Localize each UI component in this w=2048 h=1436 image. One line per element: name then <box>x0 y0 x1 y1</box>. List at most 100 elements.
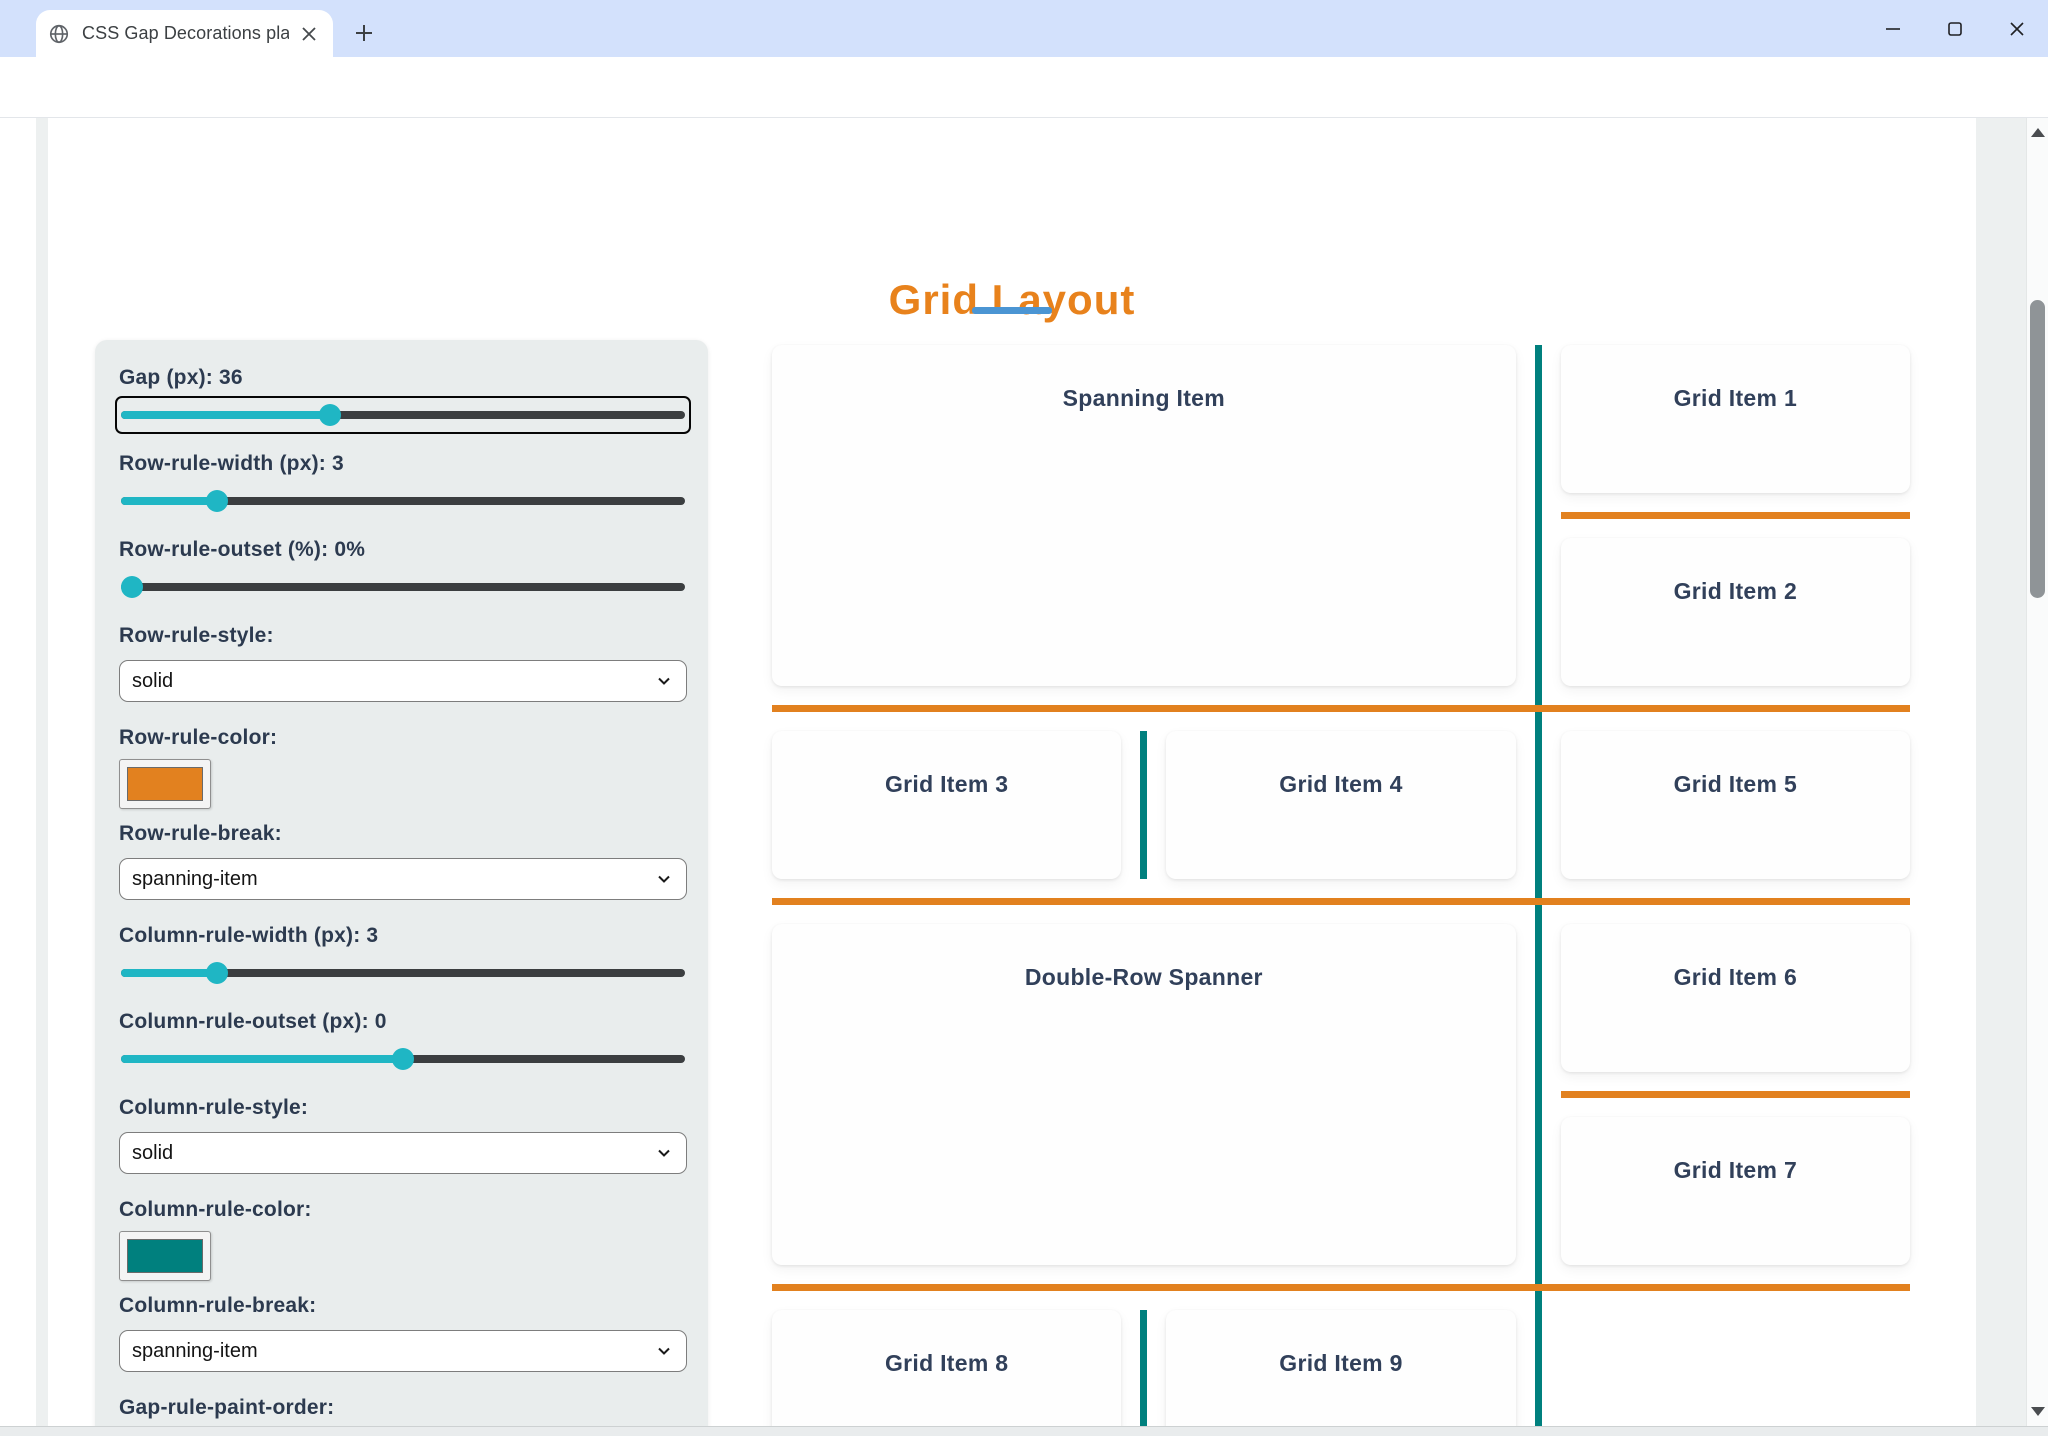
slider-fill <box>121 411 330 419</box>
browser-toolbar: microsoftedge.github.io/Demos/css-gap-de… <box>0 57 2048 166</box>
web-page: Grid Layout Gap (px): 36 Row-rule-width (… <box>0 118 2048 1426</box>
grid-item-label: Grid Item 5 <box>1673 771 1798 797</box>
row-rule-width-slider[interactable] <box>121 488 685 514</box>
control-row-rule-break: Row-rule-break: spanning-item <box>119 822 687 900</box>
slider-thumb[interactable] <box>318 404 341 426</box>
control-gap-rule-paint-order: Gap-rule-paint-order:row-over-column <box>119 1396 687 1426</box>
column-rule-color-swatch[interactable] <box>119 1231 211 1281</box>
grid-item-label: Double-Row Spanner <box>1024 964 1263 990</box>
column-rule <box>1140 731 1148 879</box>
row-rule-color-label: Row-rule-color: <box>119 726 278 749</box>
page-title: Grid Layout <box>888 276 1136 324</box>
slider-fill <box>121 497 217 505</box>
column-rule-break-label: Column-rule-break: <box>119 1294 317 1317</box>
chevron-down-icon <box>654 1341 674 1361</box>
grid-item-label: Grid Item 8 <box>884 1350 1009 1376</box>
column-rule-style-selected-value: solid <box>132 1141 174 1164</box>
page-right-margin <box>1976 118 2026 1426</box>
column-rule-width-slider[interactable] <box>121 960 685 986</box>
row-rule-break-select[interactable]: spanning-item <box>119 858 687 900</box>
slider-track <box>121 583 685 591</box>
maximize-button[interactable] <box>1924 0 1986 57</box>
row-rule <box>1560 1091 1910 1098</box>
row-rule <box>772 705 1910 712</box>
minimize-button[interactable] <box>1862 0 1924 57</box>
slider-track <box>121 411 685 419</box>
browser-tab[interactable]: CSS Gap Decorations playgroun <box>36 10 333 57</box>
slider-track <box>121 969 685 977</box>
tab-bar: CSS Gap Decorations playgroun <box>0 0 2048 57</box>
grid-item-label: Grid Item 7 <box>1673 1157 1798 1183</box>
row-rule-style-label: Row-rule-style: <box>119 624 274 647</box>
controls-panel: Gap (px): 36 Row-rule-width (px): 3 Row-ru… <box>95 340 708 1426</box>
control-row-rule-color: Row-rule-color: <box>119 726 687 809</box>
column-rule-width-label: Column-rule-width (px): 3 <box>119 924 379 947</box>
grid-item-card: Grid Item 4 <box>1166 731 1516 879</box>
grid-item-label: Spanning Item <box>1062 385 1225 411</box>
close-window-button[interactable] <box>1986 0 2048 57</box>
chevron-down-icon <box>654 1143 674 1163</box>
grid-item-card: Grid Item 9 <box>1166 1310 1516 1426</box>
chevron-down-icon <box>654 671 674 691</box>
control-column-rule-color: Column-rule-color: <box>119 1198 687 1281</box>
grid-item-label: Grid Item 3 <box>884 771 1009 797</box>
grid-item-card: Grid Item 1 <box>1560 345 1910 493</box>
grid-item-card: Grid Item 7 <box>1560 1117 1910 1265</box>
globe-favicon-icon <box>48 23 70 45</box>
scrollbar-down-arrow[interactable] <box>2031 1407 2045 1416</box>
column-rule-color-label: Column-rule-color: <box>119 1198 312 1221</box>
slider-fill <box>121 969 217 977</box>
row-rule-break-selected-value: spanning-item <box>132 867 258 890</box>
scrollbar-thumb[interactable] <box>2030 300 2045 598</box>
page-scrollbar[interactable] <box>2026 118 2048 1426</box>
column-rule-style-select[interactable]: solid <box>119 1132 687 1174</box>
page-left-margin <box>36 118 48 1426</box>
grid-item-label: Grid Item 6 <box>1673 964 1798 990</box>
row-rule-outset-slider[interactable] <box>121 574 685 600</box>
gap-slider[interactable] <box>115 396 691 434</box>
grid-item-card: Grid Item 3 <box>772 731 1122 879</box>
grid-item-label: Grid Item 1 <box>1673 385 1798 411</box>
row-rule-break-label: Row-rule-break: <box>119 822 282 845</box>
column-rule-outset-slider[interactable] <box>121 1046 685 1072</box>
control-row-rule-outset: Row-rule-outset (%): 0% <box>119 538 687 600</box>
column-rule-break-selected-value: spanning-item <box>132 1339 258 1362</box>
slider-thumb[interactable] <box>392 1048 414 1070</box>
grid-layout-demo: Spanning Item Grid Item 1 Grid Item 2 Grid … <box>772 345 1910 1426</box>
row-rule-color-swatch-fill <box>127 767 203 801</box>
column-rule-break-select[interactable]: spanning-item <box>119 1330 687 1372</box>
title-underline <box>972 307 1052 314</box>
slider-thumb[interactable] <box>205 490 228 512</box>
grid-item-card: Double-Row Spanner <box>772 924 1516 1265</box>
column-rule-color-swatch-fill <box>127 1239 203 1273</box>
row-rule-style-selected-value: solid <box>132 669 174 692</box>
control-row-rule-width: Row-rule-width (px): 3 <box>119 452 687 514</box>
slider-fill <box>121 1055 403 1063</box>
row-rule-outset-label: Row-rule-outset (%): 0% <box>119 538 366 561</box>
control-column-rule-style: Column-rule-style: solid <box>119 1096 687 1174</box>
row-rule-width-label: Row-rule-width (px): 3 <box>119 452 344 475</box>
row-rule-color-swatch[interactable] <box>119 759 211 809</box>
tab-title: CSS Gap Decorations playgroun <box>82 23 289 43</box>
grid-item-label: Grid Item 2 <box>1673 578 1798 604</box>
grid-item-card: Grid Item 5 <box>1560 731 1910 879</box>
control-row-rule-style: Row-rule-style: solid <box>119 624 687 702</box>
grid-item-label: Grid Item 9 <box>1279 1350 1403 1376</box>
slider-thumb[interactable] <box>205 962 228 984</box>
scrollbar-up-arrow[interactable] <box>2031 128 2045 137</box>
window-bottom-edge <box>0 1426 2048 1436</box>
tab-close-icon[interactable] <box>297 22 321 46</box>
column-rule-style-label: Column-rule-style: <box>119 1096 309 1119</box>
chevron-down-icon <box>654 869 674 889</box>
grid-item-card: Grid Item 8 <box>772 1310 1122 1426</box>
new-tab-button[interactable] <box>348 17 380 49</box>
row-rule-style-select[interactable]: solid <box>119 660 687 702</box>
column-rule <box>1534 345 1542 1426</box>
column-rule <box>1140 1310 1148 1426</box>
control-column-rule-break: Column-rule-break: spanning-item <box>119 1294 687 1372</box>
gap-label: Gap (px): 36 <box>119 366 243 389</box>
slider-thumb[interactable] <box>121 576 144 598</box>
column-rule-outset-label: Column-rule-outset (px): 0 <box>119 1010 387 1033</box>
row-rule <box>772 1284 1910 1291</box>
grid-item-label: Grid Item 4 <box>1279 771 1403 797</box>
